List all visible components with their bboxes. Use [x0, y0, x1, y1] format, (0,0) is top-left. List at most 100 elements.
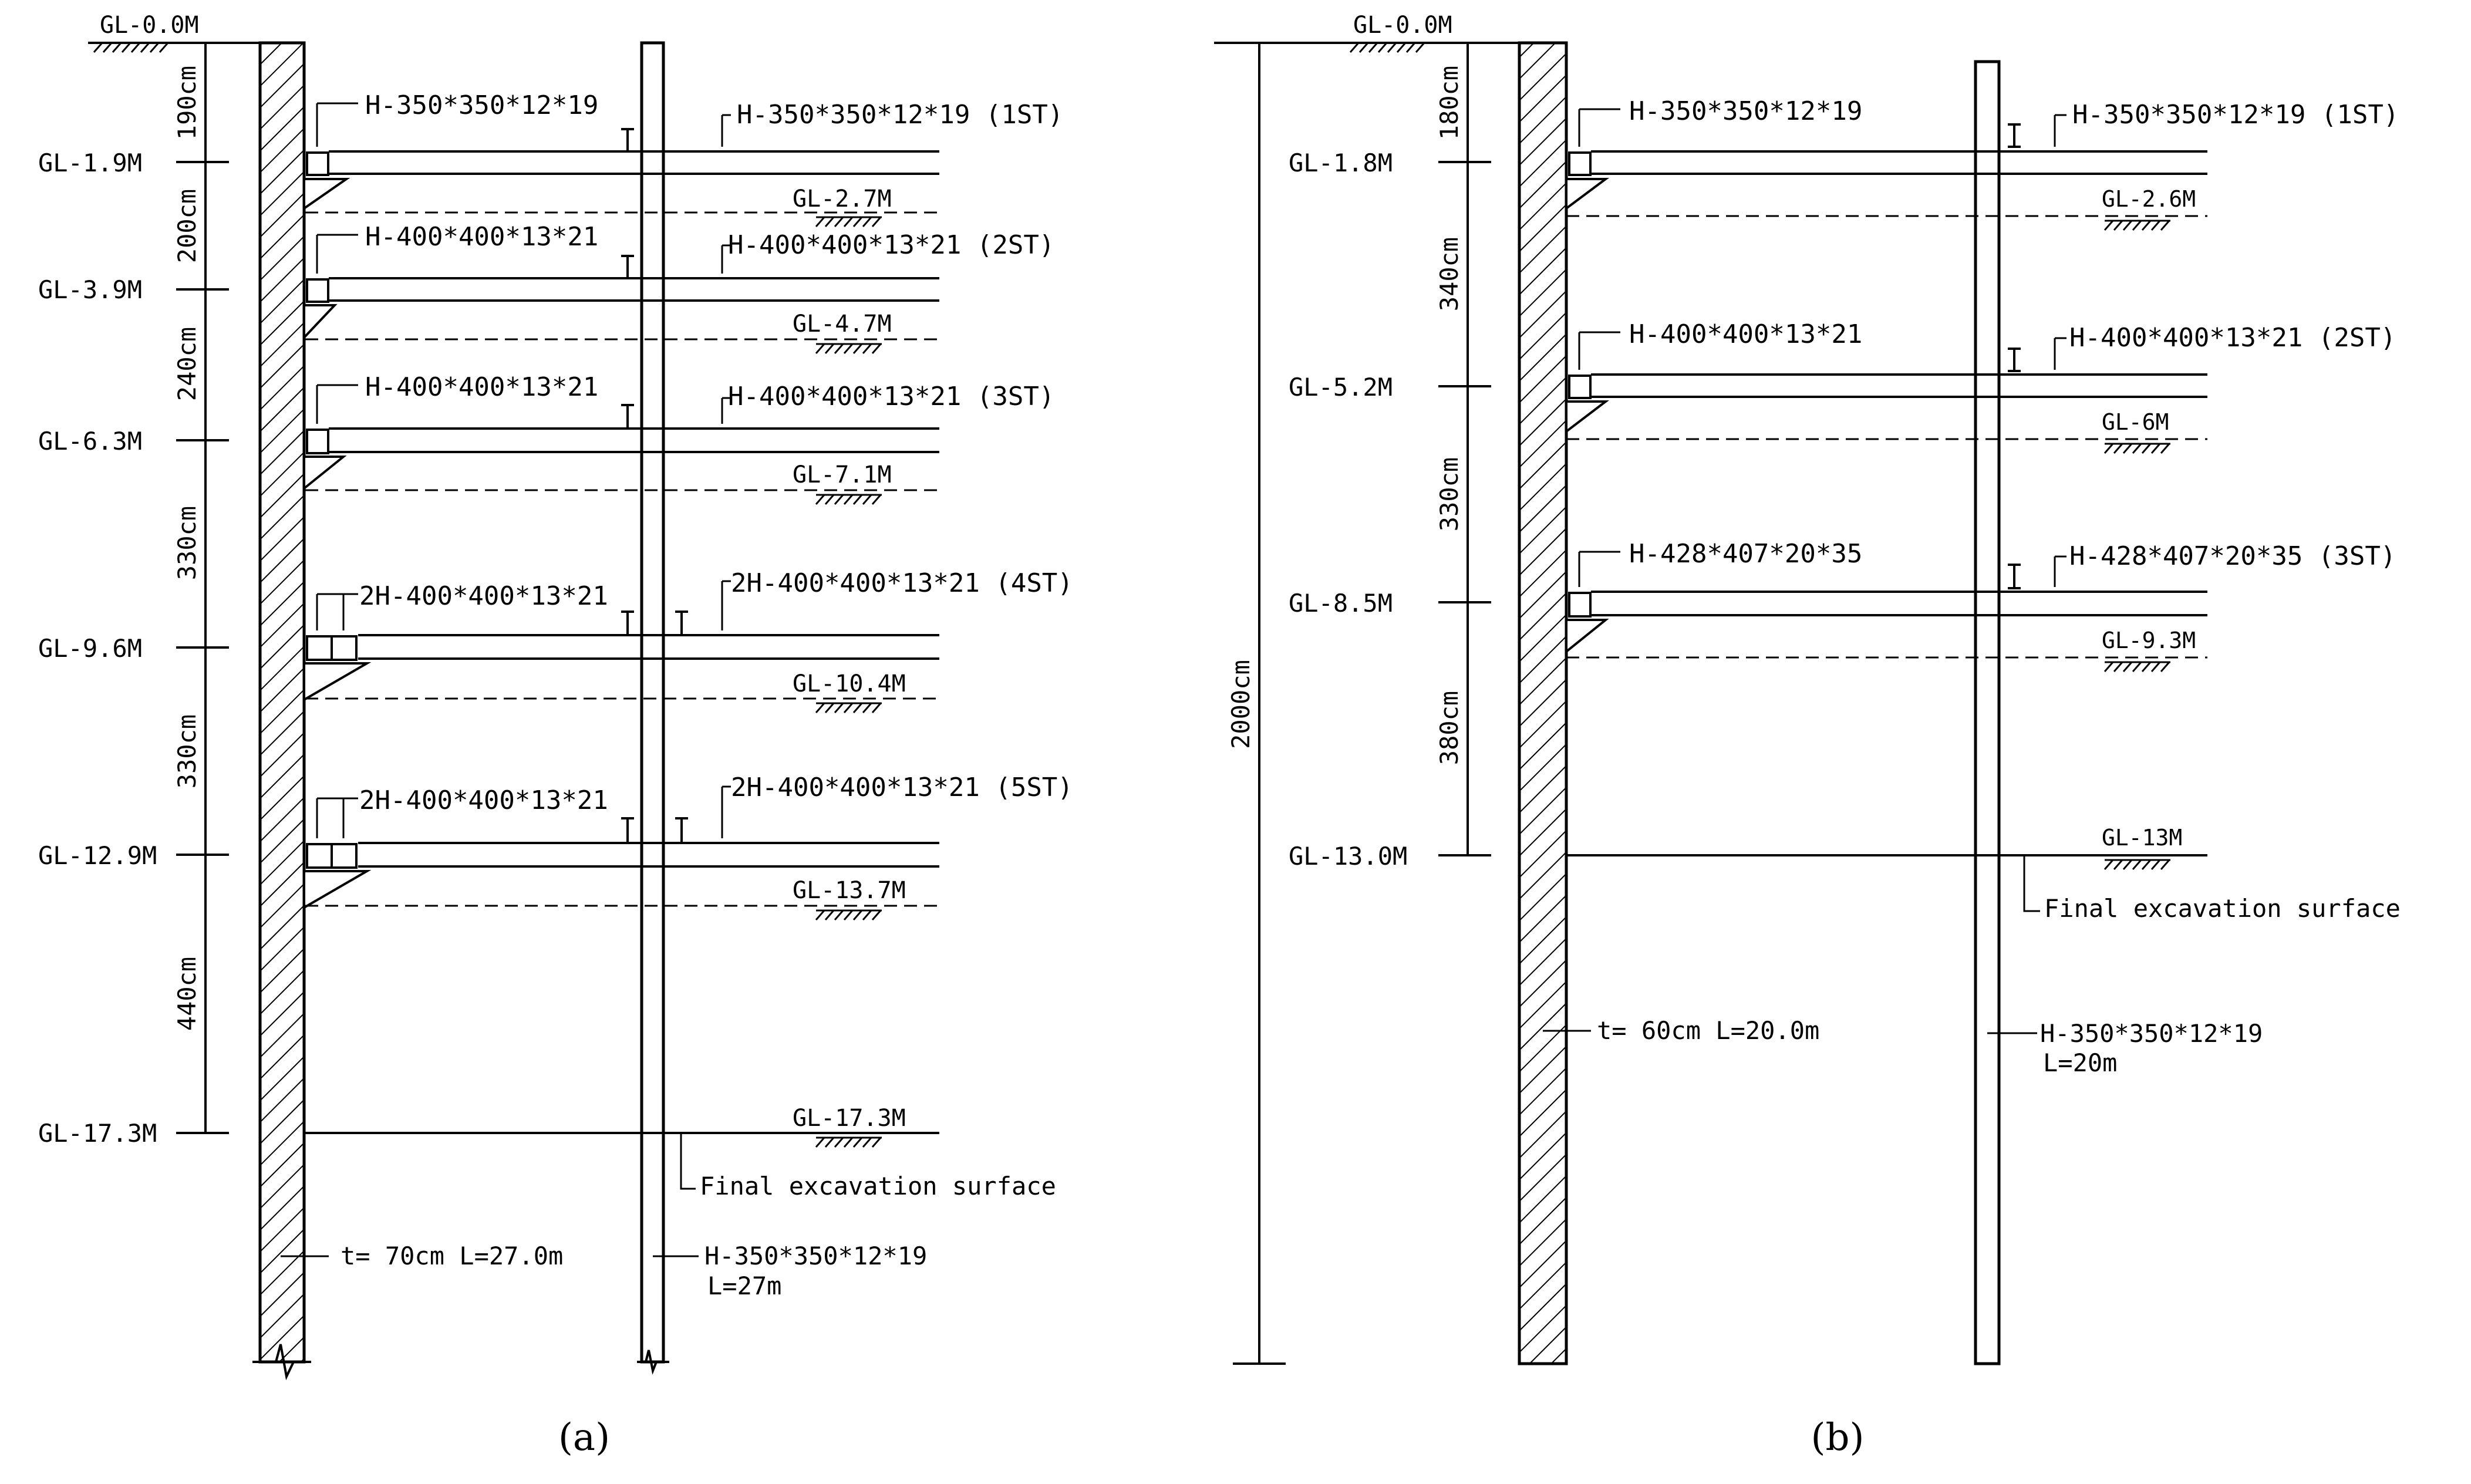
level-3: GL-6.3M 240cm GL-7.1M H-400*400*13*21 H-…	[38, 327, 1054, 491]
strut-stage-label: 2H-400*400*13*21 (5ST)	[731, 773, 1073, 802]
wall-break-mark	[252, 1344, 311, 1381]
wale-beam	[306, 429, 329, 454]
level-4: GL-9.6M 330cm GL-10.4M 2H-400*400*13*21 …	[38, 506, 1073, 702]
strut-section-icon	[621, 255, 634, 279]
depth-dimension: 440cm	[173, 957, 201, 1031]
depth-dimension: 180cm	[1435, 66, 1464, 140]
diaphragm-wall	[258, 41, 306, 1364]
wale-beam	[331, 635, 358, 661]
wale-label: H-400*400*13*21	[365, 372, 598, 402]
level-5: GL-12.9M 330cm GL-13.7M 2H-400*400*13*21…	[38, 714, 1073, 910]
panel-caption: (a)	[558, 1416, 610, 1459]
wale-label: H-400*400*13*21	[1629, 319, 1862, 349]
wale-bracket	[303, 662, 372, 702]
pile-spec-label: H-350*350*12*19	[704, 1242, 927, 1270]
soil-hatch-icon	[815, 702, 882, 713]
strut-stage-label: H-350*350*12*19 (1ST)	[737, 100, 1063, 130]
excavation-label: GL-7.1M	[793, 461, 892, 488]
strut-stage-label: H-400*400*13*21 (2ST)	[728, 230, 1054, 260]
soil-hatch-icon	[2103, 661, 2170, 672]
depth-dimension: 330cm	[1435, 457, 1464, 531]
depth-dimension: 340cm	[1435, 237, 1464, 311]
soil-hatch-icon	[815, 909, 882, 920]
strut-section-icon	[621, 128, 634, 153]
soil-hatch-icon	[815, 216, 882, 227]
wale-beam	[1568, 151, 1592, 176]
gl-label: GL-5.2M	[1289, 373, 1393, 402]
gl-label: GL-12.9M	[38, 841, 157, 870]
wale-bracket	[1565, 178, 1610, 211]
final-excavation-label: Final excavation surface	[2044, 894, 2401, 923]
soil-symbols	[815, 216, 2170, 1148]
level-3: GL-8.5M 330cm GL-9.3M H-428*407*20*35 H-…	[1289, 457, 2396, 659]
king-post	[640, 41, 665, 1364]
soil-hatch-icon	[2103, 220, 2170, 231]
soil-hatch-icon	[2103, 443, 2170, 454]
gl-label: GL-8.5M	[1289, 589, 1393, 618]
diaphragm-wall	[1518, 41, 1568, 1365]
excavation-label: GL-6M	[2102, 409, 2169, 435]
panel-caption: (b)	[1811, 1416, 1865, 1459]
gl-label: GL-9.6M	[38, 634, 142, 663]
strut-section-icon	[675, 817, 688, 844]
level-2: GL-3.9M 200cm GL-4.7M H-400*400*13*21 H-…	[38, 189, 1054, 341]
ground-level-label: GL-0.0M	[1353, 12, 1452, 39]
wall-spec-label: t= 70cm L=27.0m	[341, 1242, 563, 1270]
wale-bracket	[303, 870, 372, 910]
wale-beam	[306, 151, 329, 176]
level-2: GL-5.2M 340cm GL-6M H-400*400*13*21 H-40…	[1289, 237, 2396, 440]
level-final: GL-17.3M 440cm GL-17.3M Final excavation…	[38, 957, 1056, 1200]
wale-label: H-350*350*12*19	[365, 90, 598, 120]
strut-stage-label: 2H-400*400*13*21 (4ST)	[731, 568, 1073, 598]
strut-section-icon	[621, 817, 634, 844]
king-post	[1974, 60, 2001, 1365]
level-1: GL-1.8M 180cm GL-2.6M H-350*350*12*19 H-…	[1289, 66, 2399, 217]
wale-beam	[306, 278, 329, 303]
level-final: GL-13.0M 380cm GL-13M Final excavation s…	[1289, 691, 2401, 923]
depth-dimension: 190cm	[173, 66, 201, 140]
strut-section-icon	[675, 611, 688, 636]
excavation-label: GL-2.7M	[793, 186, 892, 213]
total-depth-dimension: 2000cm	[1226, 660, 1255, 749]
wale-bracket	[303, 456, 347, 491]
wale-bracket	[1565, 400, 1609, 434]
excavation-label: GL-10.4M	[793, 670, 906, 697]
excavation-label: GL-13.7M	[793, 877, 906, 904]
level-1: GL-1.9M 190cm GL-2.7M H-350*350*12*19 H-…	[38, 66, 1063, 214]
wale-label: H-428*407*20*35	[1629, 539, 1862, 569]
wale-label: 2H-400*400*13*21	[359, 785, 608, 815]
soil-hatch-icon	[2103, 859, 2170, 870]
soil-hatch-icon	[1349, 42, 1425, 53]
pile-length-label: L=20m	[2043, 1048, 2117, 1077]
excavation-label: GL-13M	[2102, 825, 2182, 851]
panel-a: GL-0.0M GL-1.9M 190cm GL-2.7M H-350*350*…	[38, 12, 1073, 1459]
excavation-label: GL-2.6M	[2102, 186, 2196, 212]
gl-label: GL-17.3M	[38, 1119, 157, 1148]
gl-label: GL-1.9M	[38, 149, 142, 177]
gl-label: GL-13.0M	[1289, 842, 1407, 871]
wall-spec-label: t= 60cm L=20.0m	[1597, 1016, 1819, 1045]
post-break-mark	[637, 1350, 669, 1375]
strut-section-icon	[621, 611, 634, 636]
pile-spec-label: H-350*350*12*19	[2040, 1019, 2263, 1048]
wale-beam	[331, 843, 358, 869]
strut-stage-label: H-350*350*12*19 (1ST)	[2072, 100, 2399, 130]
panel-b: GL-0.0M 2000cm GL-1.8M 180cm GL-2.6M H-3…	[1214, 12, 2401, 1459]
ground-surface: GL-0.0M	[1214, 12, 1526, 53]
wale-bracket	[303, 178, 350, 211]
soil-hatch-icon	[815, 343, 882, 354]
pile-length-label: L=27m	[707, 1271, 781, 1300]
gl-label: GL-3.9M	[38, 275, 142, 304]
ground-level-label: GL-0.0M	[100, 12, 199, 39]
wale-beam	[306, 843, 333, 869]
depth-dimension: 330cm	[173, 714, 201, 788]
strut-stage-label: H-400*400*13*21 (2ST)	[2069, 323, 2396, 353]
strut-stage-label: H-428*407*20*35 (3ST)	[2069, 541, 2396, 571]
wale-label: H-400*400*13*21	[365, 222, 598, 252]
wale-beam	[1568, 592, 1592, 618]
strut-stage-label: H-400*400*13*21 (3ST)	[728, 382, 1054, 412]
soil-hatch-icon	[93, 42, 169, 53]
excavation-label: GL-9.3M	[2102, 628, 2196, 653]
wale-beam	[1568, 375, 1592, 399]
